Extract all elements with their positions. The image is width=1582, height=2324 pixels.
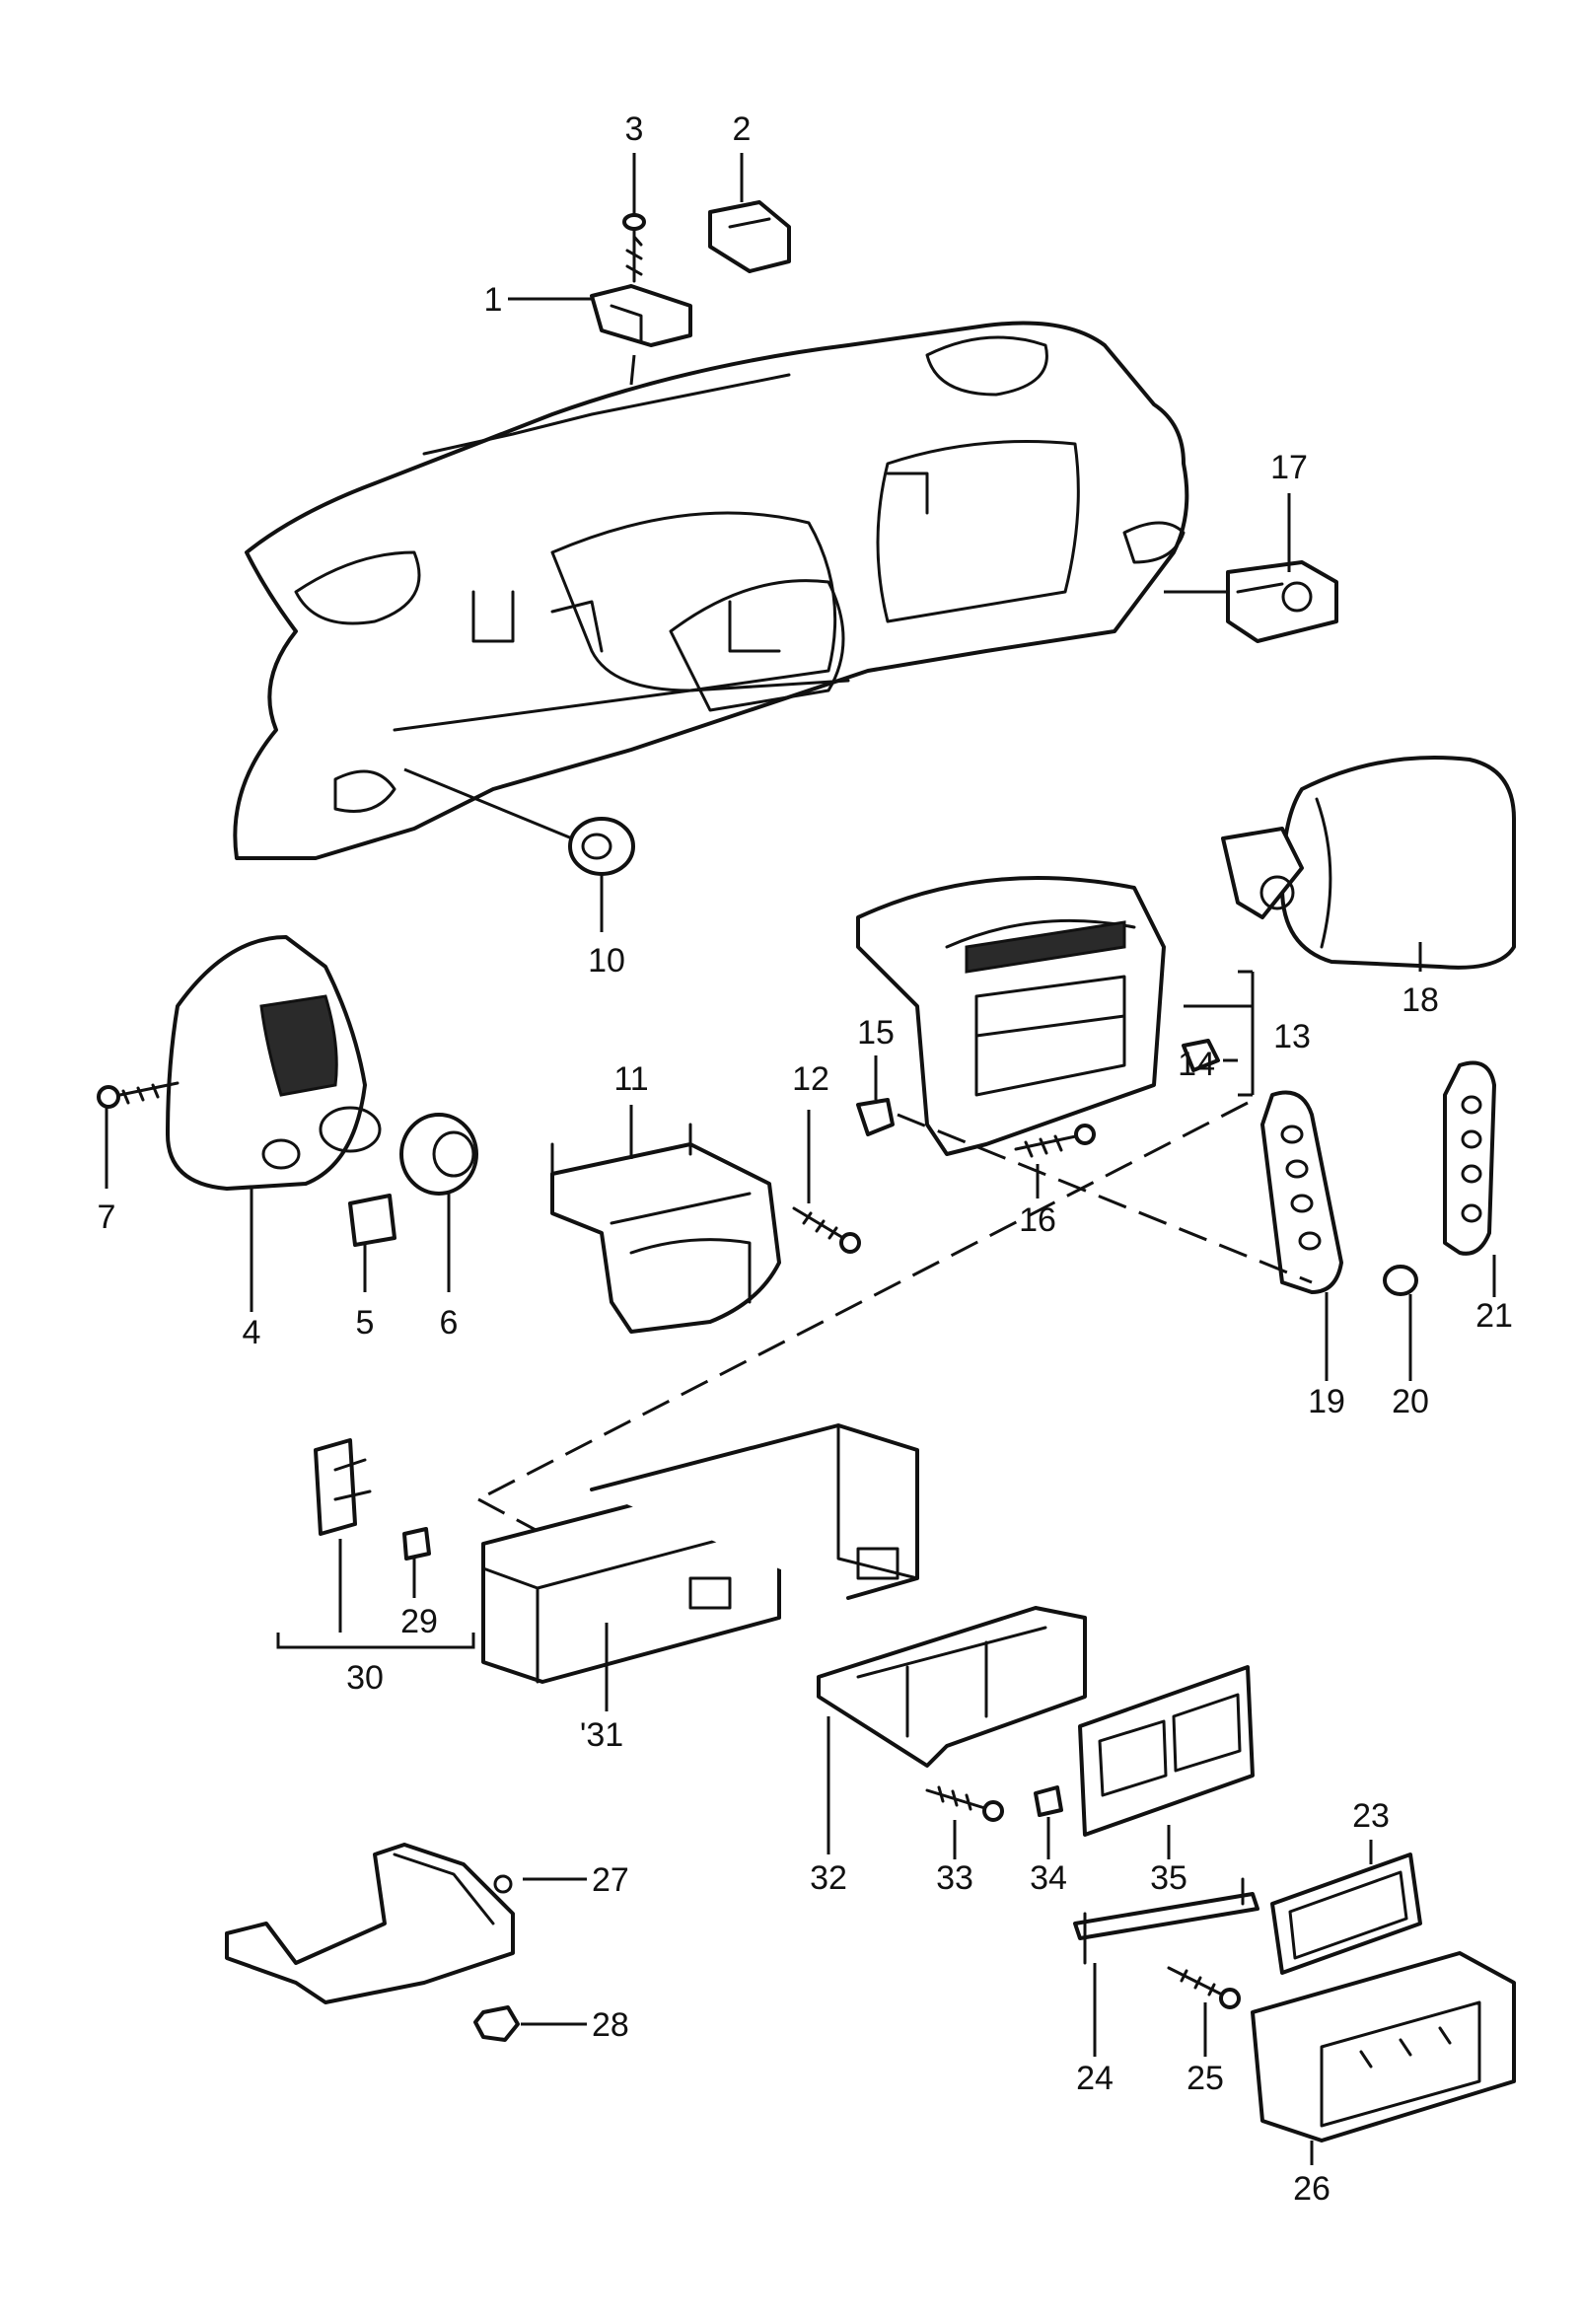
callout-23: 23 — [1352, 1797, 1390, 1835]
callout-5: 5 — [356, 1304, 375, 1342]
callout-14: 14 — [1178, 1046, 1215, 1083]
callout-11: 11 — [613, 1060, 648, 1098]
part-30-bracket — [314, 1438, 372, 1536]
callout-13: 13 — [1273, 1018, 1311, 1055]
callout-20: 20 — [1392, 1383, 1429, 1420]
connector-line-console — [477, 1101, 1249, 1501]
part-4-side-trim — [166, 935, 382, 1191]
part-26-tray — [1251, 1951, 1516, 2142]
callout-6: 6 — [440, 1304, 459, 1342]
callout-18: 18 — [1402, 981, 1439, 1019]
callout-29: 29 — [400, 1603, 438, 1640]
part-14-clip — [1182, 1039, 1220, 1072]
part-35-panel — [1078, 1665, 1255, 1837]
callout-7: 7 — [98, 1198, 116, 1236]
part-1-bracket — [590, 284, 692, 347]
dashboard-carrier — [233, 321, 1189, 860]
callout-24: 24 — [1076, 2060, 1114, 2097]
part-31-unit — [481, 1423, 919, 1684]
part-19-switch-panel — [1260, 1090, 1343, 1294]
callout-4: 4 — [243, 1314, 261, 1351]
part-32-bracket — [817, 1606, 1087, 1768]
callout-31: '31 — [580, 1716, 623, 1754]
part-10-grommet — [568, 817, 635, 876]
part-5-switch — [348, 1194, 396, 1247]
callout-10: 10 — [588, 942, 625, 980]
part-29-nut — [402, 1527, 431, 1561]
part-20-plug — [1383, 1265, 1418, 1296]
part-15-clip — [856, 1098, 895, 1136]
part-25-screw — [1167, 1966, 1230, 1999]
part-21-switch-panel — [1443, 1060, 1496, 1256]
callout-30: 30 — [346, 1659, 384, 1697]
callout-26: 26 — [1293, 2170, 1330, 2208]
part-7-screw — [108, 1081, 180, 1105]
callout-2: 2 — [733, 110, 752, 148]
part-6-knob — [399, 1113, 478, 1196]
callout-35: 35 — [1150, 1859, 1187, 1897]
callout-3: 3 — [625, 110, 644, 148]
callout-32: 32 — [810, 1859, 847, 1897]
callout-16: 16 — [1019, 1201, 1056, 1239]
part-33-screw — [925, 1785, 993, 1812]
part-23-frame — [1270, 1852, 1422, 1975]
part-2-switch — [708, 200, 791, 273]
callout-17: 17 — [1270, 449, 1308, 486]
part-11-duct-housing — [550, 1123, 781, 1334]
callout-1: 1 — [484, 281, 503, 319]
part-17-mechanism — [1226, 560, 1338, 643]
part-24-rail — [1073, 1877, 1259, 1965]
callout-33: 33 — [936, 1859, 973, 1897]
part-18-airbag — [1221, 756, 1516, 970]
part-34-clip — [1034, 1785, 1063, 1817]
callout-27: 27 — [592, 1861, 629, 1899]
part-28-nut — [473, 2005, 520, 2042]
callout-19: 19 — [1308, 1383, 1345, 1420]
connector-line-panel — [897, 1113, 1313, 1284]
part-27-tray — [225, 1843, 515, 2004]
part-3-screw — [622, 213, 646, 283]
callout-labels: 1 2 3 17 10 18 13 14 15 16 11 12 7 4 5 6… — [98, 110, 1513, 2208]
part-12-screw — [792, 1206, 850, 1243]
callout-21: 21 — [1475, 1297, 1513, 1335]
part-16-screw — [1014, 1132, 1087, 1158]
callout-28: 28 — [592, 2006, 629, 2044]
callout-34: 34 — [1030, 1859, 1067, 1897]
callout-15: 15 — [857, 1014, 895, 1052]
part-13-console-housing — [856, 876, 1166, 1156]
leader-lines — [105, 153, 1496, 2165]
callout-12: 12 — [792, 1060, 829, 1098]
callout-25: 25 — [1186, 2060, 1224, 2097]
